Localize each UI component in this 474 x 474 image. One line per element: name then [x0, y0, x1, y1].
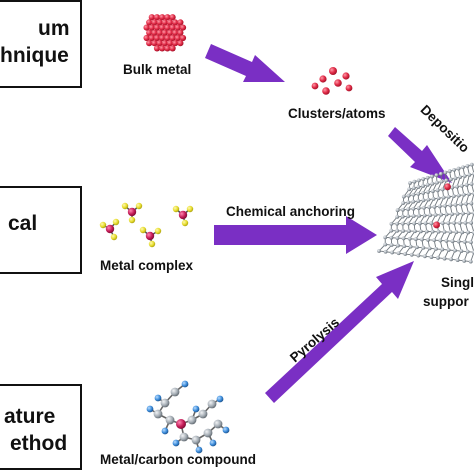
- method-box-bottom-line1: ature: [4, 405, 56, 428]
- bulk-metal-label: Bulk metal: [123, 62, 192, 77]
- metal-carbon-compound-label: Metal/carbon compound: [100, 452, 257, 467]
- method-box-top: [0, 0, 82, 88]
- arrow-deposition: [388, 127, 452, 183]
- method-box-bottom-line2: ethod: [10, 432, 68, 455]
- graphene-sheet-icon: [377, 162, 474, 264]
- arrow-chemical-anchoring: [214, 216, 377, 254]
- method-box-top-line1: um: [38, 17, 70, 40]
- chemical-anchoring-label: Chemical anchoring: [226, 204, 356, 219]
- metal-complex-molecules-icon: [99, 202, 194, 248]
- arrow-pyrolysis: [265, 261, 414, 403]
- bulk-metal-cluster-icon: [143, 14, 187, 52]
- metal-atoms-icon: [311, 67, 353, 95]
- single-atom-label-line2: suppor: [423, 294, 469, 309]
- method-box-top-line2: hnique: [0, 44, 69, 67]
- method-box-bottom: [0, 384, 82, 470]
- metal-carbon-molecule-icon: [146, 380, 230, 454]
- method-box-middle: [0, 186, 82, 274]
- arrow-bulk-to-clusters: [205, 44, 285, 82]
- metal-complex-label: Metal complex: [100, 258, 194, 273]
- clusters-atoms-label: Clusters/atoms: [288, 106, 386, 121]
- single-atom-label-line1: Singl: [441, 275, 474, 290]
- method-box-middle-line1: cal: [8, 212, 38, 235]
